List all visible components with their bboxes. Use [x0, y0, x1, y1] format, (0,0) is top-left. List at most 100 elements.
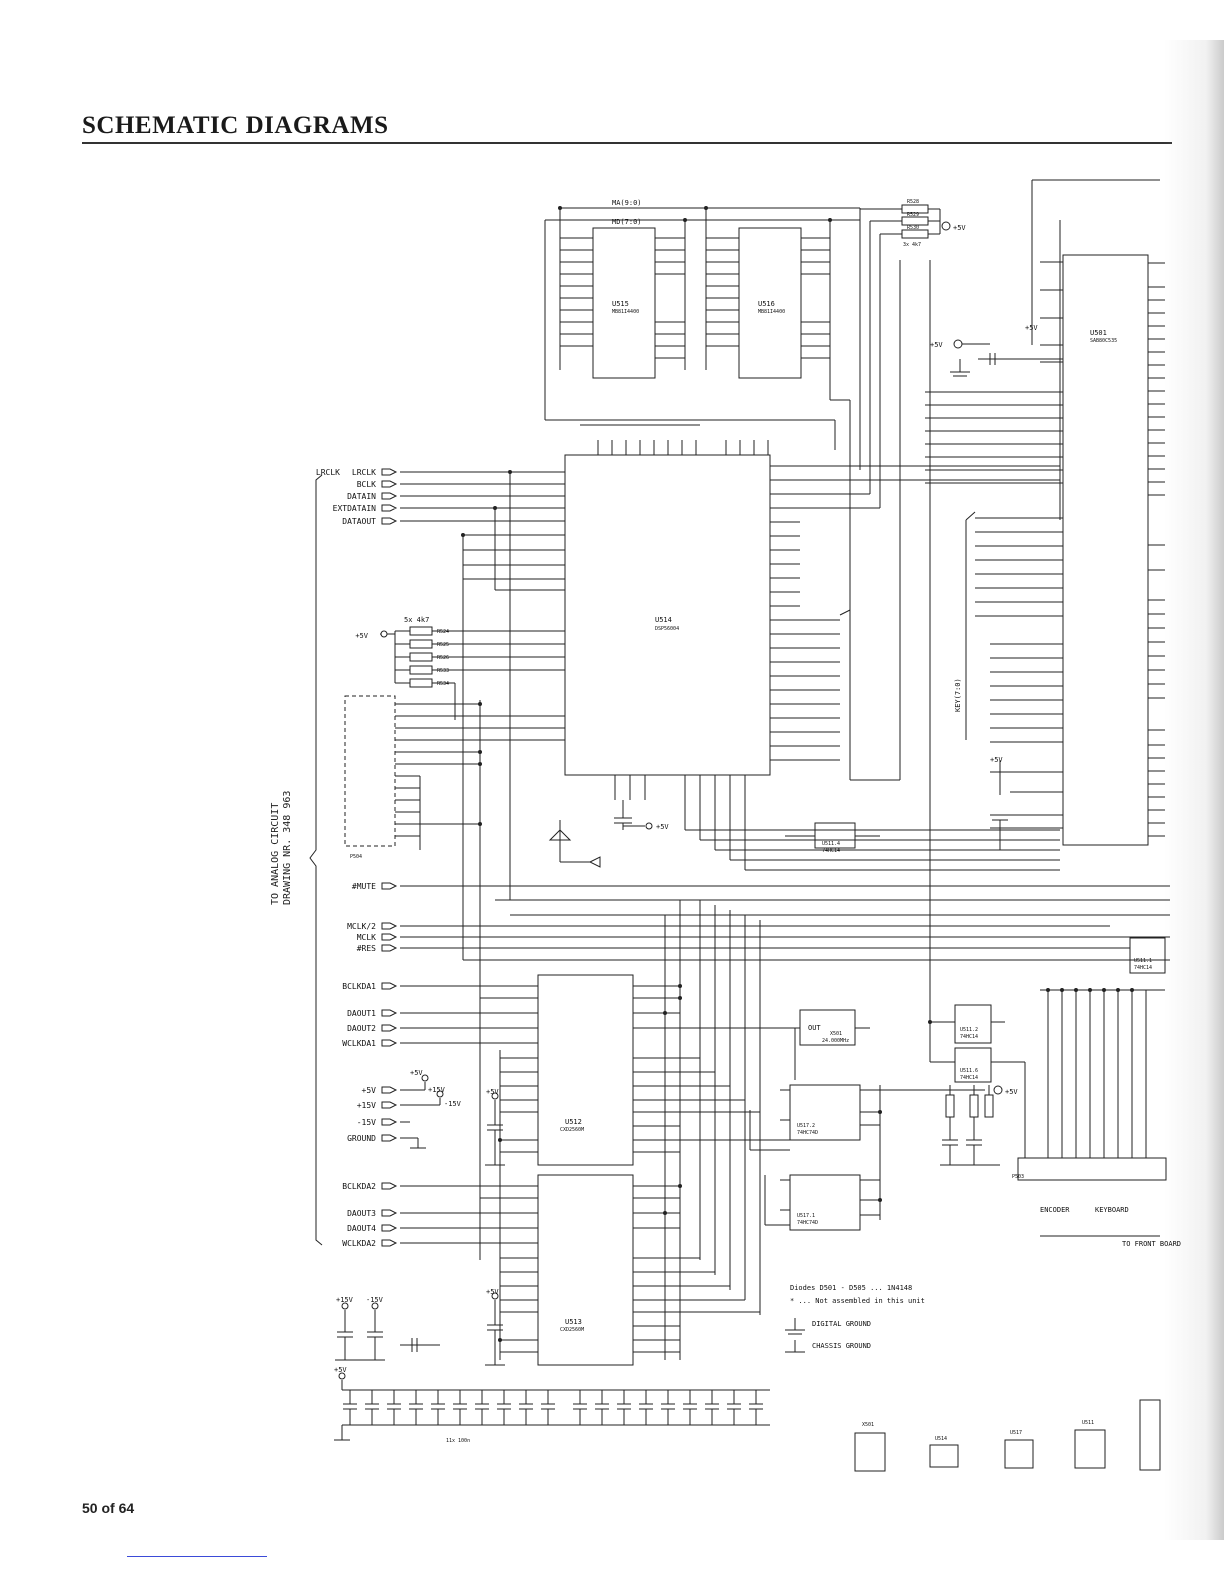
legend-chassis-ground: CHASSIS GROUND	[812, 1342, 871, 1350]
osc-ref: X501	[830, 1031, 842, 1037]
sig-daout1: DAOUT1	[347, 1009, 376, 1018]
keyboard-label: KEYBOARD	[1095, 1206, 1129, 1214]
label-m15v-bottom: -15V	[366, 1296, 384, 1304]
gate-u511-2	[954, 1004, 992, 1044]
sig-bclkda2: BCLKDA2	[342, 1182, 376, 1191]
label-p5v-mcu-top: +5V	[1025, 324, 1038, 332]
label-p5v-u512: +5V	[486, 1088, 499, 1096]
bottom-link-rule	[127, 1556, 267, 1557]
label-p5v-topres: +5V	[953, 224, 966, 232]
sig-daout2: DAOUT2	[347, 1024, 376, 1033]
sig-lrclk: LRCLK	[316, 468, 340, 477]
chip-u511-2-part: 74HC14	[960, 1034, 978, 1040]
osc-out-label: OUT	[808, 1024, 821, 1032]
page-number: 50 of 64	[82, 1500, 135, 1516]
label-p5v-mcu: +5V	[930, 341, 943, 349]
chip-u511-1-ref: U511.1	[1134, 958, 1152, 964]
sig-mclk2: MCLK/2	[347, 922, 376, 931]
chip-u513	[537, 1174, 634, 1366]
label-p5v-bank: +5V	[334, 1366, 347, 1374]
legend-diodes: Diodes D501 - D505 ... 1N4148	[790, 1284, 912, 1292]
footprint-u517	[1004, 1439, 1034, 1469]
resnet-label: 5x 4k7	[404, 616, 429, 624]
chip-u514-part: DSP56004	[655, 626, 679, 632]
topres-r529: R529	[907, 212, 919, 218]
sig-daout4: DAOUT4	[347, 1224, 376, 1233]
keybus-label: KEY(7:0)	[954, 678, 962, 712]
sig-dataout: DATAOUT	[342, 517, 376, 526]
resnet-r525: R525	[437, 642, 449, 648]
label-p5v-right: +5V	[1005, 1088, 1018, 1096]
footprint-right	[1139, 1399, 1161, 1471]
label-p5v-node: +5V	[410, 1069, 423, 1077]
label-ma-bus: MA(9:0)	[612, 199, 642, 207]
scan-edge-shading	[1164, 40, 1224, 1540]
chip-u517-1-part: 74HC74D	[797, 1220, 818, 1226]
sig-lrclk-label: LRCLK	[352, 468, 376, 477]
chip-u511-1-part: 74HC14	[1134, 965, 1152, 971]
topres-r530: R530	[907, 225, 919, 231]
decoupling-bank	[343, 1390, 763, 1425]
chip-u515-part: MB81I4400	[612, 309, 639, 315]
gate-u511-6	[954, 1047, 992, 1083]
chip-u511-6-part: 74HC14	[960, 1075, 978, 1081]
label-p15v-node: +15V	[428, 1086, 446, 1094]
chip-u511-2-ref: U511.2	[960, 1027, 978, 1033]
encoder-label: ENCODER	[1040, 1206, 1070, 1214]
chip-u511-4-part: 74HC14	[822, 848, 840, 854]
sig-mclk: MCLK	[357, 933, 376, 942]
chip-u517-1-ref: U517.1	[797, 1213, 815, 1219]
connector-p503	[1017, 1157, 1167, 1181]
footprint-u511-label: U511	[1082, 1420, 1094, 1426]
chip-u501-part: SAB80C535	[1090, 338, 1117, 344]
sig-p15v: +15V	[357, 1101, 376, 1110]
chip-u501	[1062, 254, 1149, 846]
chip-u516-ref: U516	[758, 300, 775, 308]
footprint-u514-box	[929, 1444, 959, 1468]
p504-label: P504	[350, 854, 362, 860]
chip-u512-ref: U512	[565, 1118, 582, 1126]
footprint-u517-label: U517	[1010, 1430, 1022, 1436]
chip-u514-ref: U514	[655, 616, 672, 624]
sig-ground: GROUND	[347, 1134, 376, 1143]
label-p5v-reset: +5V	[355, 632, 368, 640]
sig-mute: #MUTE	[352, 882, 376, 891]
chip-u514	[564, 454, 771, 776]
chip-u517-2-part: 74HC74D	[797, 1130, 818, 1136]
p503-label: P503	[1012, 1174, 1024, 1180]
chip-u515-ref: U515	[612, 300, 629, 308]
connector-p504	[344, 695, 396, 847]
label-p5v-c510: +5V	[656, 823, 669, 831]
gate-u511-1	[1129, 937, 1166, 974]
chip-u513-ref: U513	[565, 1318, 582, 1326]
flipflop-u517-1	[789, 1174, 861, 1231]
sig-extdatain: EXTDATAIN	[333, 504, 377, 513]
label-p5v-u513: +5V	[486, 1288, 499, 1296]
legend-not-assembled: * ... Not assembled in this unit	[790, 1297, 925, 1305]
label-m15v-node: -15V	[444, 1100, 462, 1108]
sig-wclkda2: WCLKDA2	[342, 1239, 376, 1248]
page-title: SCHEMATIC DIAGRAMS	[82, 112, 389, 139]
chip-u517-2-ref: U517.2	[797, 1123, 815, 1129]
label-p15v-bottom: +15V	[336, 1296, 354, 1304]
chip-u512	[537, 974, 634, 1166]
sig-bclkda1: BCLKDA1	[342, 982, 376, 991]
label-p5v-mcu-bottom: +5V	[990, 756, 1003, 764]
chip-u512-part: CXD2560M	[560, 1127, 584, 1133]
header-rule	[82, 142, 1172, 144]
legend-digital-ground: DIGITAL GROUND	[812, 1320, 871, 1328]
chip-u511-6-ref: U511.6	[960, 1068, 978, 1074]
chip-u516	[738, 227, 802, 379]
topres-label: 3x 4k7	[903, 242, 921, 248]
resnet-r534: R534	[437, 681, 449, 687]
label-md-bus: MD(7:0)	[612, 218, 642, 226]
front-board-label: TO FRONT BOARD	[1122, 1240, 1181, 1248]
sig-wclkda1: WCLKDA1	[342, 1039, 376, 1048]
chip-u515	[592, 227, 656, 379]
sig-bclk: BCLK	[357, 480, 376, 489]
chip-u516-part: MB81I4400	[758, 309, 785, 315]
sig-m15v: -15V	[357, 1118, 376, 1127]
resnet-r524: R524	[437, 629, 449, 635]
resnet-r526: R526	[437, 655, 449, 661]
